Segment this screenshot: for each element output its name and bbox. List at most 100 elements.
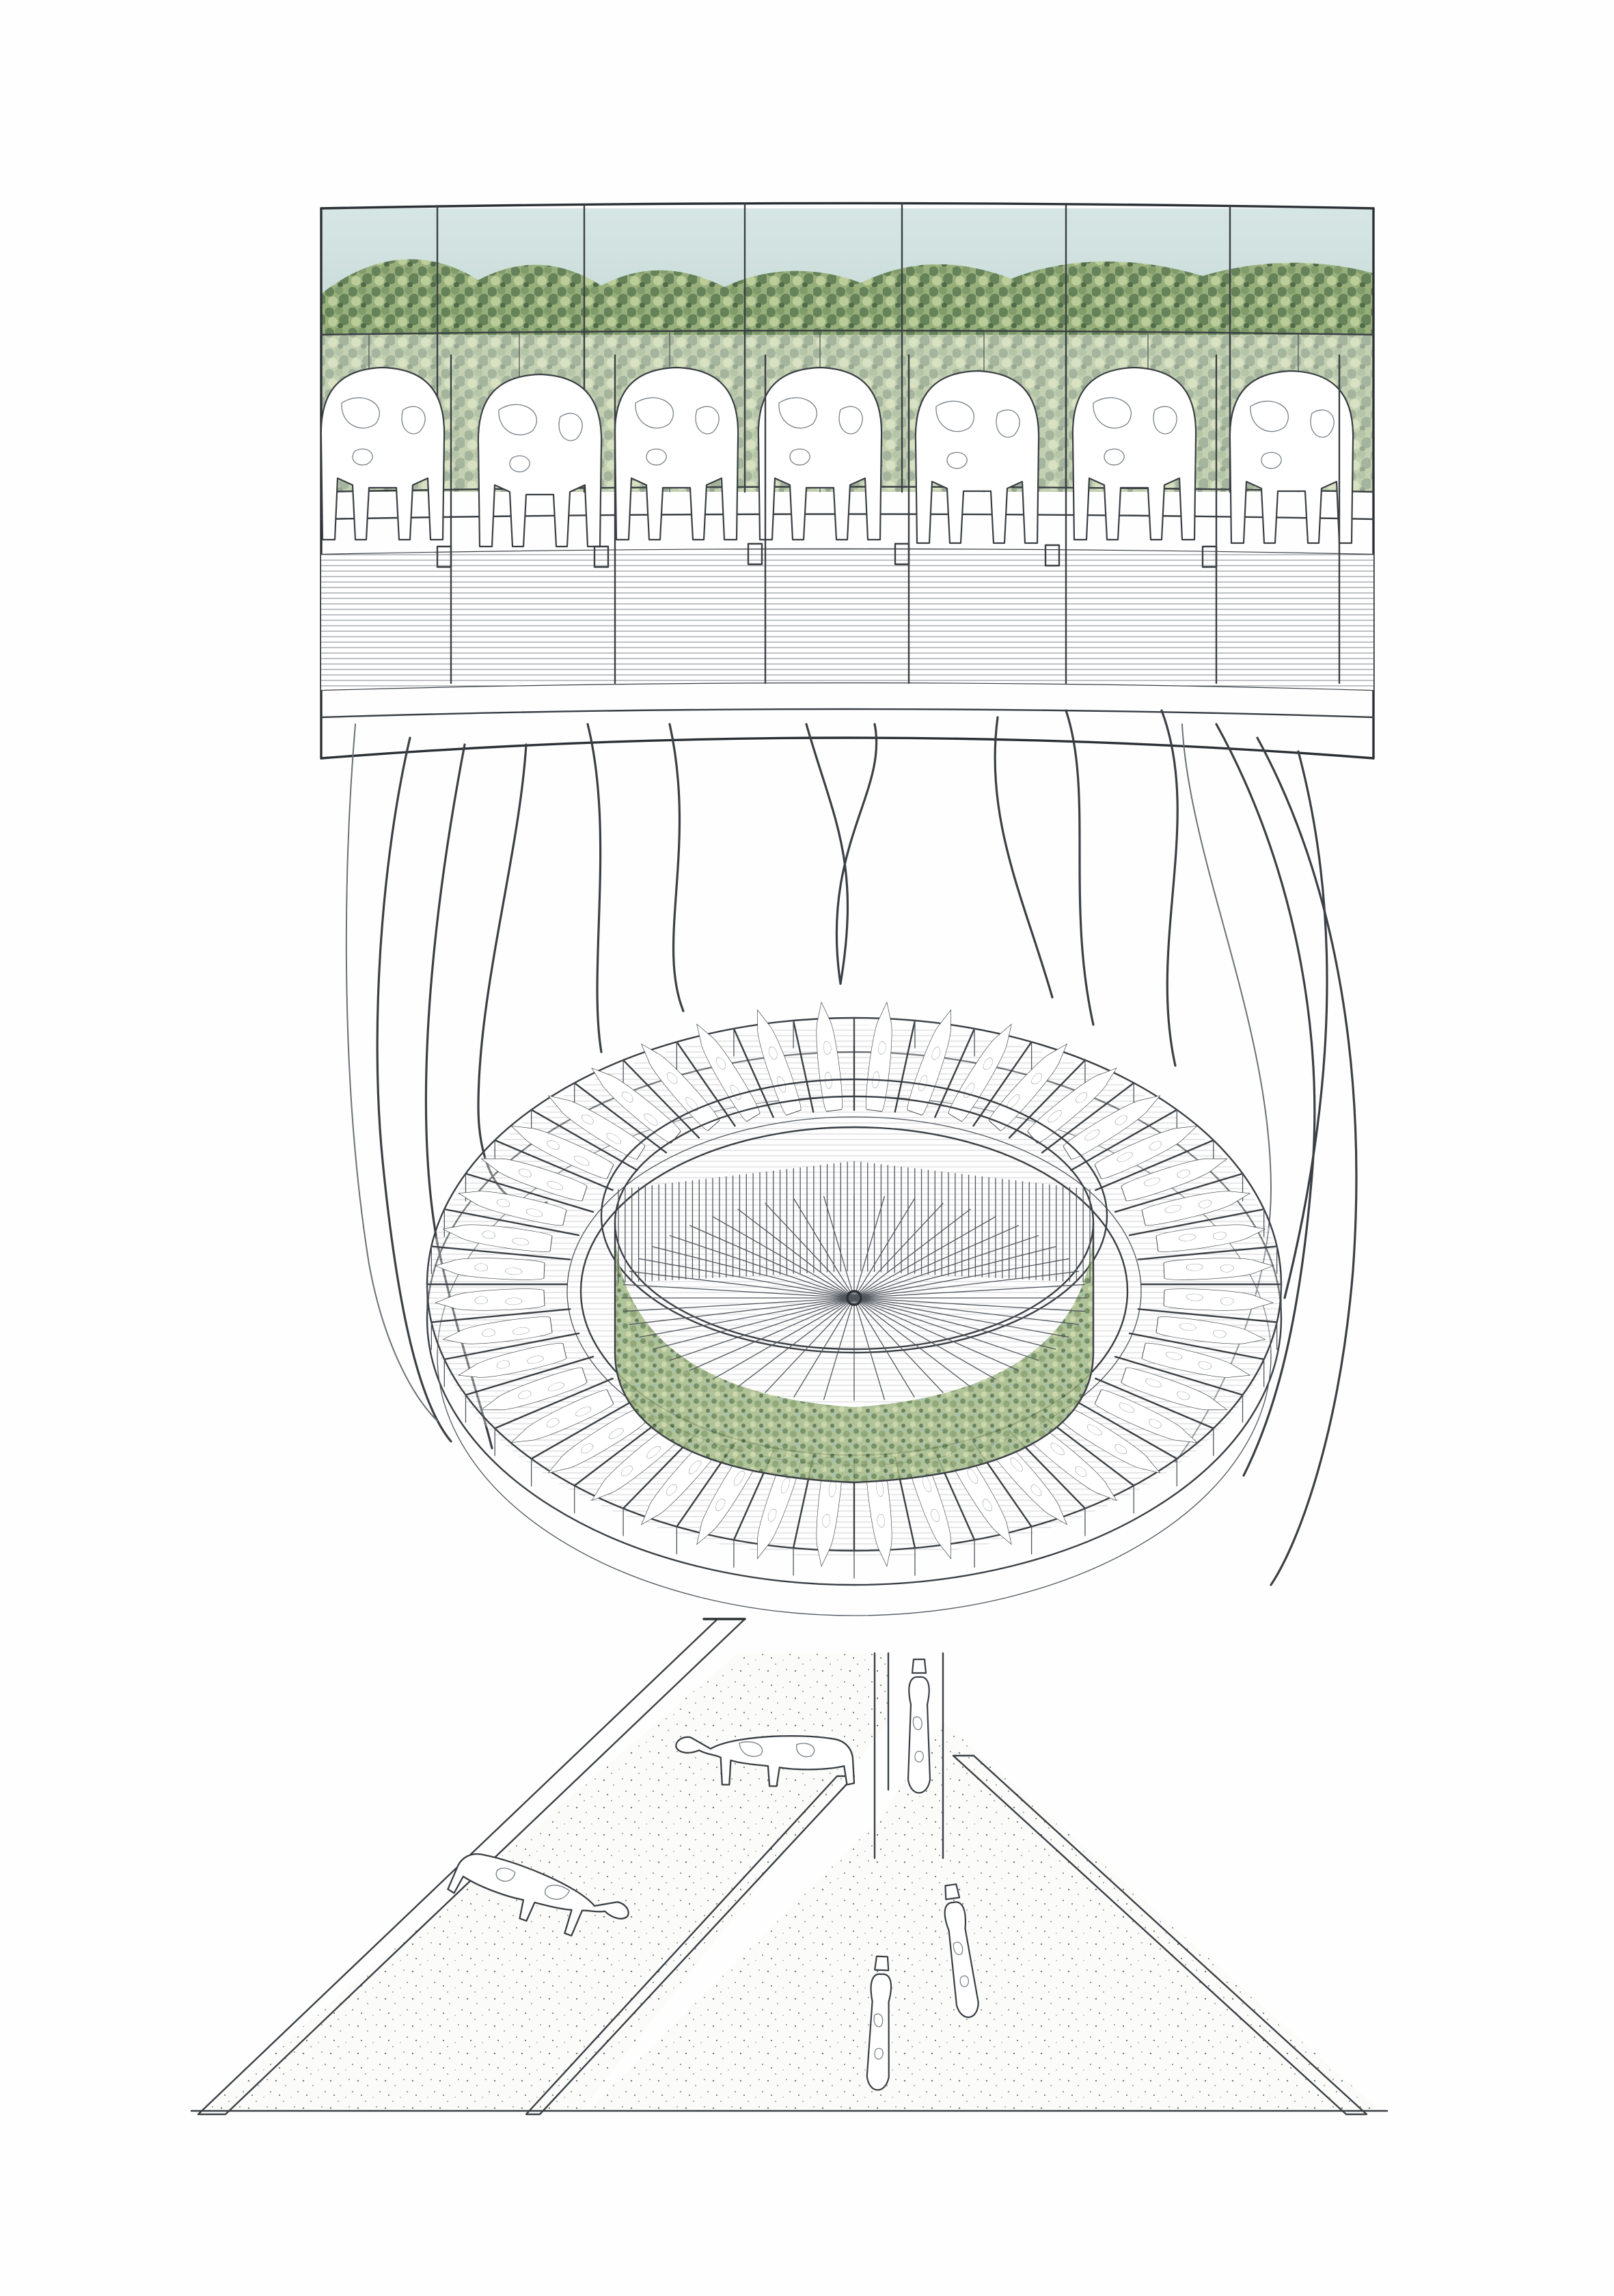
platform-cow — [480, 1367, 588, 1411]
platform-cow — [756, 1453, 802, 1560]
stall-divider — [430, 1245, 571, 1260]
spoke — [669, 1235, 855, 1299]
spoke — [853, 1297, 1056, 1350]
spoke — [853, 1202, 944, 1299]
platform-cow — [641, 1437, 720, 1525]
spoke — [853, 1195, 886, 1299]
platform-cow — [1163, 1258, 1274, 1280]
spoke — [853, 1297, 1069, 1338]
stall-divider — [430, 1308, 571, 1323]
platform-cow — [547, 1095, 646, 1160]
platform-cow — [458, 1191, 567, 1226]
platform-cow — [907, 1453, 952, 1560]
spoke — [853, 1297, 1039, 1361]
stall-divider — [494, 1139, 614, 1191]
stall-dividers — [426, 1016, 1283, 1579]
spoke — [689, 1225, 855, 1299]
platform-cow — [816, 1001, 843, 1112]
platform-cow — [1155, 1224, 1266, 1252]
spoke — [823, 1195, 855, 1299]
spoke — [853, 1297, 971, 1387]
platform-cow — [591, 1068, 681, 1144]
spoke — [639, 1297, 855, 1338]
spoke — [712, 1297, 855, 1380]
platform-cow — [458, 1342, 567, 1378]
spoke — [737, 1208, 855, 1299]
stall-divider — [573, 1082, 668, 1154]
stall-divider — [1114, 1355, 1244, 1396]
spoke — [853, 1284, 1085, 1299]
spoke — [689, 1297, 855, 1371]
platform-cow — [948, 1446, 1012, 1545]
platform-cow — [1027, 1425, 1117, 1501]
spoke — [853, 1297, 915, 1398]
stall-divider — [443, 1332, 580, 1361]
spoke — [853, 1297, 944, 1394]
hub-icon — [846, 1290, 862, 1306]
spoke — [639, 1258, 855, 1299]
spoke — [623, 1284, 855, 1299]
spoke — [652, 1297, 855, 1350]
spoke — [669, 1297, 855, 1361]
spoke — [737, 1297, 855, 1387]
platform-cow — [510, 1389, 614, 1443]
platform-cow — [1121, 1367, 1228, 1411]
platform-cow — [1155, 1316, 1266, 1344]
stall-divider — [1070, 1109, 1178, 1172]
stall-divider — [1137, 1245, 1278, 1260]
spoke — [853, 1297, 1085, 1312]
stall-divider — [494, 1377, 614, 1430]
spoke — [853, 1225, 1020, 1299]
stall-divider — [972, 1041, 1032, 1127]
platform-cow — [1063, 1095, 1161, 1160]
stall-divider — [1128, 1332, 1265, 1361]
platform-cow — [442, 1316, 553, 1344]
stall-divider — [676, 1041, 736, 1127]
platform-cow — [1027, 1068, 1117, 1144]
platform-cows — [435, 1001, 1274, 1567]
stall-divider — [443, 1208, 580, 1236]
stall-divider — [1008, 1059, 1086, 1139]
stall-divider — [1137, 1308, 1278, 1323]
spoke — [853, 1235, 1039, 1299]
spoke — [853, 1208, 971, 1299]
stall-divider — [894, 1019, 916, 1113]
stall-divider — [792, 1019, 815, 1113]
platform-cow — [435, 1288, 545, 1311]
rotary-milking-parlour — [426, 1001, 1283, 1616]
platform-cow — [1163, 1288, 1274, 1311]
spoke — [853, 1258, 1069, 1299]
spoke — [853, 1271, 1080, 1299]
platform-cow — [1063, 1409, 1161, 1474]
platform-cow — [1141, 1191, 1250, 1226]
platform-cow — [1141, 1342, 1250, 1378]
spoke — [765, 1202, 855, 1299]
spoke — [853, 1198, 915, 1299]
stall-divider — [622, 1059, 700, 1139]
courtyard-spokes — [621, 1195, 1087, 1401]
platform-cow — [907, 1009, 952, 1116]
spoke — [853, 1216, 996, 1299]
platform-cow — [696, 1023, 761, 1122]
stall-divider — [465, 1355, 594, 1396]
platform-cow — [442, 1224, 553, 1252]
pen-cow — [907, 1658, 931, 1794]
stall-divider — [1095, 1139, 1214, 1191]
stall-divider — [530, 1397, 638, 1460]
spoke — [853, 1297, 886, 1400]
milking-hoses — [345, 709, 1358, 1586]
stall-divider — [1128, 1208, 1265, 1236]
platform-cow — [1094, 1389, 1198, 1443]
stall-divider — [1070, 1397, 1178, 1460]
courtyard-slats — [618, 1161, 1091, 1283]
stall-divider — [530, 1109, 638, 1172]
platform-cow — [756, 1009, 802, 1116]
spoke — [853, 1297, 1080, 1325]
approach-pens — [190, 1618, 1389, 2116]
platform-cow — [948, 1023, 1012, 1122]
platform-cow — [510, 1125, 614, 1179]
platform-cow — [641, 1043, 720, 1131]
stall-divider — [733, 1027, 774, 1118]
platform-cow — [435, 1258, 545, 1280]
